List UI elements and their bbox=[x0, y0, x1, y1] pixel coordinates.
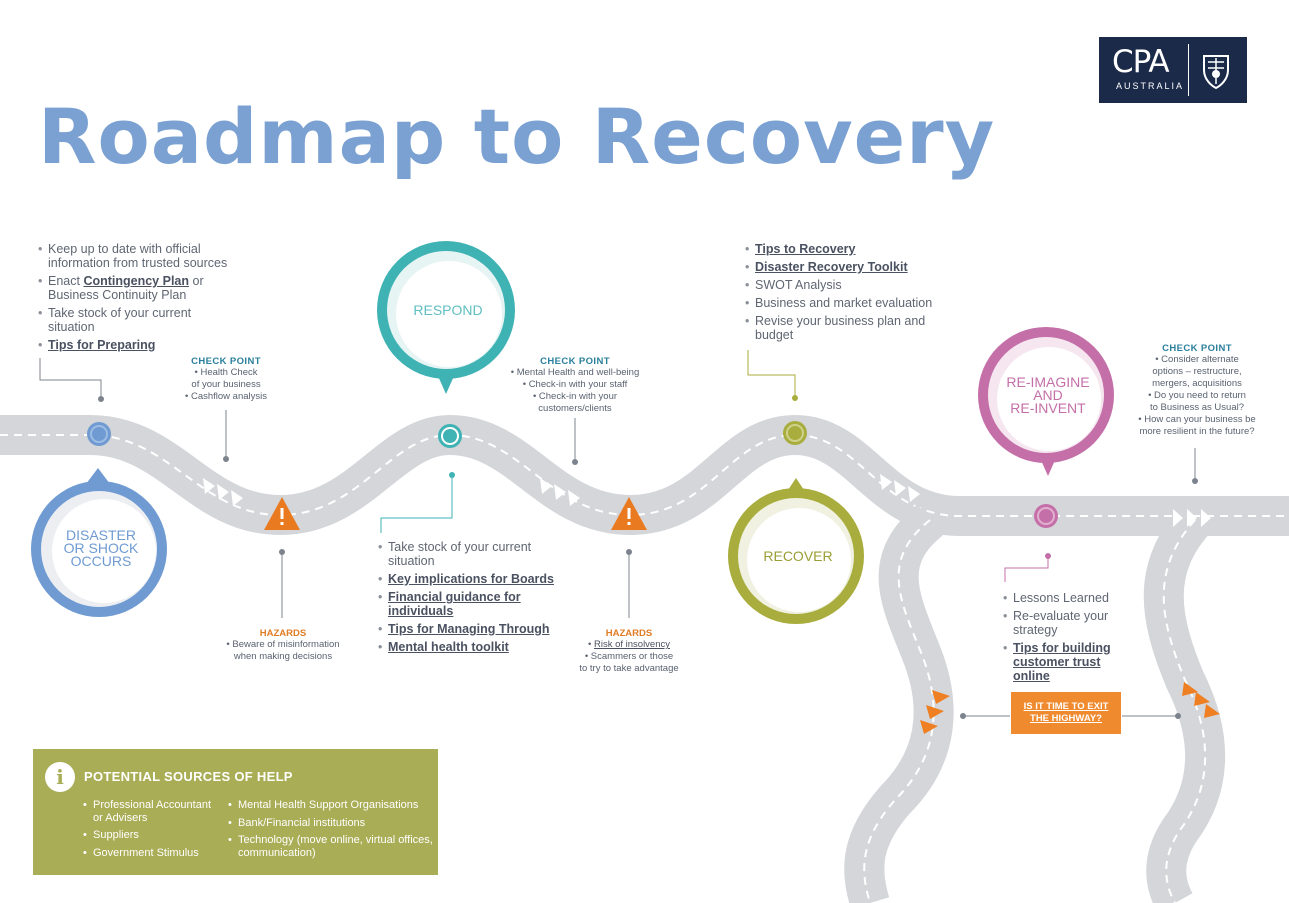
tips-customer-trust-link[interactable]: Tips for building customer trust online bbox=[1013, 641, 1111, 683]
checkpoint-title: CHECK POINT bbox=[540, 356, 610, 367]
sources-of-help-panel: i POTENTIAL SOURCES OF HELP Professional… bbox=[33, 749, 438, 875]
list-item: Tips to Recovery bbox=[745, 242, 935, 256]
contingency-plan-link[interactable]: Contingency Plan bbox=[83, 274, 190, 288]
checkpoint-text: • Health Check of your business • Cashfl… bbox=[185, 367, 267, 402]
list-item: Government Stimulus bbox=[83, 847, 223, 860]
list-item: Mental Health Support Organisations bbox=[228, 799, 433, 812]
exit-highway-button[interactable]: IS IT TIME TO EXIT THE HIGHWAY? bbox=[1011, 692, 1121, 734]
stage-label-respond: RESPOND bbox=[413, 302, 483, 318]
risk-of-insolvency-link[interactable]: Risk of insolvency bbox=[593, 639, 670, 650]
logo-name: CPA bbox=[1112, 44, 1170, 80]
hazards-1: HAZARDS • Beware of misinformation when … bbox=[216, 628, 350, 663]
list-item: Disaster Recovery Toolkit bbox=[745, 260, 935, 274]
logo-divider bbox=[1188, 44, 1189, 96]
exit-road-left bbox=[844, 504, 954, 903]
stage-circle-recover bbox=[728, 478, 864, 624]
stage-label-reimagine: RE-IMAGINE AND RE-INVENT bbox=[1006, 374, 1090, 416]
list-item: Tips for Preparing bbox=[38, 338, 238, 352]
list-item: Suppliers bbox=[83, 829, 223, 842]
main-road bbox=[0, 414, 1289, 536]
list-item: Tips for building customer trust online bbox=[1003, 641, 1115, 683]
list-item: Keep up to date with official informatio… bbox=[38, 242, 238, 270]
road-marker-disaster bbox=[87, 422, 111, 446]
help-title: POTENTIAL SOURCES OF HELP bbox=[84, 769, 293, 784]
exit-chevrons bbox=[920, 682, 1220, 734]
stage-circle-respond bbox=[377, 241, 515, 394]
list-item: Financial guidance for individuals bbox=[378, 590, 558, 618]
disaster-actions: Keep up to date with official informatio… bbox=[38, 242, 238, 356]
list-item: Mental health toolkit bbox=[378, 640, 558, 654]
financial-guidance-link[interactable]: Financial guidance for individuals bbox=[388, 590, 521, 618]
checkpoint-title: CHECK POINT bbox=[1162, 343, 1232, 354]
list-item: Take stock of your current situation bbox=[378, 540, 558, 568]
hazards-title: HAZARDS bbox=[259, 628, 307, 639]
tips-for-preparing-link[interactable]: Tips for Preparing bbox=[48, 338, 156, 352]
tips-to-recovery-link[interactable]: Tips to Recovery bbox=[755, 242, 856, 256]
help-column-2: Mental Health Support Organisations Bank… bbox=[228, 799, 433, 864]
list-item: Tips for Managing Through bbox=[378, 622, 558, 636]
stage-label-recover: RECOVER bbox=[763, 548, 833, 564]
checkpoint-text: • Consider alternate options – restructu… bbox=[1138, 354, 1256, 437]
road-marker-respond bbox=[438, 424, 462, 448]
info-icon: i bbox=[45, 762, 75, 792]
mental-health-toolkit-link[interactable]: Mental health toolkit bbox=[388, 640, 509, 654]
hazards-text: • Scammers or those to try to take advan… bbox=[579, 651, 679, 674]
key-implications-link[interactable]: Key implications for Boards bbox=[388, 572, 555, 586]
list-item: Re-evaluate your strategy bbox=[1003, 609, 1115, 637]
logo-sub: AUSTRALIA bbox=[1116, 81, 1185, 91]
stage-label-disaster: DISASTER OR SHOCK OCCURS bbox=[63, 527, 139, 569]
recover-actions: Tips to Recovery Disaster Recovery Toolk… bbox=[745, 242, 935, 346]
road-marker-recover bbox=[783, 421, 807, 445]
stage-circle-disaster bbox=[31, 468, 167, 617]
list-item: SWOT Analysis bbox=[745, 278, 935, 292]
road-chevrons bbox=[203, 474, 1211, 527]
checkpoint-3: CHECK POINT • Consider alternate options… bbox=[1132, 343, 1262, 438]
tips-managing-through-link[interactable]: Tips for Managing Through bbox=[388, 622, 550, 636]
list-item: Business and market evaluation bbox=[745, 296, 935, 310]
list-item: Professional Accountant or Advisers bbox=[83, 799, 223, 824]
list-item: Bank/Financial institutions bbox=[228, 817, 433, 830]
list-item: Enact Contingency Plan or Business Conti… bbox=[38, 274, 238, 302]
checkpoint-1: CHECK POINT • Health Check of your busin… bbox=[168, 356, 284, 403]
hazards-text: • Beware of misinformation when making d… bbox=[226, 639, 340, 662]
page-title: Roadmap to Recovery bbox=[38, 92, 996, 181]
help-column-1: Professional Accountant or Advisers Supp… bbox=[83, 799, 223, 864]
exit-road-right bbox=[1143, 506, 1226, 903]
hazards-title: HAZARDS bbox=[605, 628, 653, 639]
hazard-warning-icon bbox=[611, 497, 647, 530]
cpa-logo[interactable]: CPA AUSTRALIA bbox=[1099, 37, 1247, 103]
crest-icon bbox=[1203, 55, 1229, 90]
list-item: Revise your business plan and budget bbox=[745, 314, 935, 342]
hazards-2: HAZARDS • Risk of insolvency • Scammers … bbox=[566, 628, 692, 675]
hazard-warning-icon bbox=[264, 497, 300, 530]
list-item: Key implications for Boards bbox=[378, 572, 558, 586]
checkpoint-text: • Mental Health and well-being • Check-i… bbox=[510, 367, 640, 414]
list-item: Lessons Learned bbox=[1003, 591, 1115, 605]
road-marker-reimagine bbox=[1034, 504, 1058, 528]
list-item: Technology (move online, virtual offices… bbox=[228, 834, 433, 859]
disaster-recovery-toolkit-link[interactable]: Disaster Recovery Toolkit bbox=[755, 260, 908, 274]
checkpoint-title: CHECK POINT bbox=[191, 356, 261, 367]
list-item: Take stock of your current situation bbox=[38, 306, 238, 334]
stage-circle-reimagine bbox=[978, 327, 1114, 476]
reimagine-actions: Lessons Learned Re-evaluate your strateg… bbox=[1003, 591, 1115, 687]
checkpoint-2: CHECK POINT • Mental Health and well-bei… bbox=[500, 356, 650, 415]
respond-actions: Take stock of your current situation Key… bbox=[378, 540, 558, 658]
